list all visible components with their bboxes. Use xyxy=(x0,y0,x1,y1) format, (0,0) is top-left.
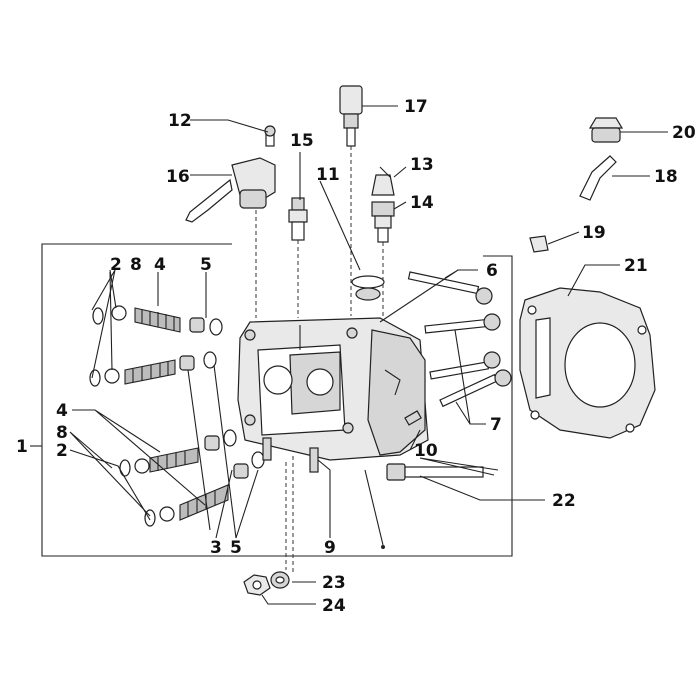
callout-19: 19 xyxy=(582,223,606,243)
callout-11: 11 xyxy=(316,165,340,185)
valve-set-lower xyxy=(119,429,237,477)
valve-set-mid xyxy=(89,351,217,387)
callout-8-lower: 8 xyxy=(56,423,68,443)
callout-24: 24 xyxy=(322,596,346,616)
part-18-hose xyxy=(579,155,617,201)
part-21-gasket xyxy=(519,287,656,439)
callout-10: 10 xyxy=(414,441,438,461)
part-15-sensor xyxy=(288,197,308,241)
callout-18: 18 xyxy=(654,167,678,187)
part-17-sensor xyxy=(339,85,363,147)
part-12-screw xyxy=(264,125,276,147)
callout-5-upper: 5 xyxy=(200,255,212,275)
studs-9-10 xyxy=(262,410,422,473)
callout-21: 21 xyxy=(624,256,648,276)
callout-23: 23 xyxy=(322,573,346,593)
callout-4-upper: 4 xyxy=(154,255,166,275)
callout-7: 7 xyxy=(490,415,502,435)
part-14-plug xyxy=(371,201,395,243)
callout-22: 22 xyxy=(552,491,576,511)
callout-3: 3 xyxy=(210,538,222,558)
callout-13: 13 xyxy=(410,155,434,175)
assembly-frame xyxy=(41,243,513,557)
callout-5-lower: 5 xyxy=(230,538,242,558)
callout-4-lower: 4 xyxy=(56,401,68,421)
callout-15: 15 xyxy=(290,131,314,151)
callout-14: 14 xyxy=(410,193,434,213)
callout-6: 6 xyxy=(486,261,498,281)
leader-lines xyxy=(30,105,668,605)
callout-16: 16 xyxy=(166,167,190,187)
callout-labels: 1 2 8 4 5 4 8 2 3 5 9 10 11 12 13 14 15 … xyxy=(16,97,696,616)
part-16-injector xyxy=(185,157,276,223)
callout-2-upper: 2 xyxy=(110,255,122,275)
callout-1: 1 xyxy=(16,437,28,457)
part-20-thermostat-cap xyxy=(588,117,624,143)
long-bolts xyxy=(407,271,512,408)
bolt-22 xyxy=(386,463,484,481)
callout-12: 12 xyxy=(168,111,192,131)
valve-set-upper xyxy=(92,305,223,336)
callout-8-upper: 8 xyxy=(130,255,142,275)
callout-20: 20 xyxy=(672,123,696,143)
assembly-dot xyxy=(381,545,385,549)
part-13-cap xyxy=(371,174,395,196)
part-23-24-nut xyxy=(243,571,290,596)
callout-9: 9 xyxy=(324,538,336,558)
part-19-clip xyxy=(529,235,549,253)
part-11-clip xyxy=(351,275,385,301)
callout-2-lower: 2 xyxy=(56,441,68,461)
callout-17: 17 xyxy=(404,97,428,117)
